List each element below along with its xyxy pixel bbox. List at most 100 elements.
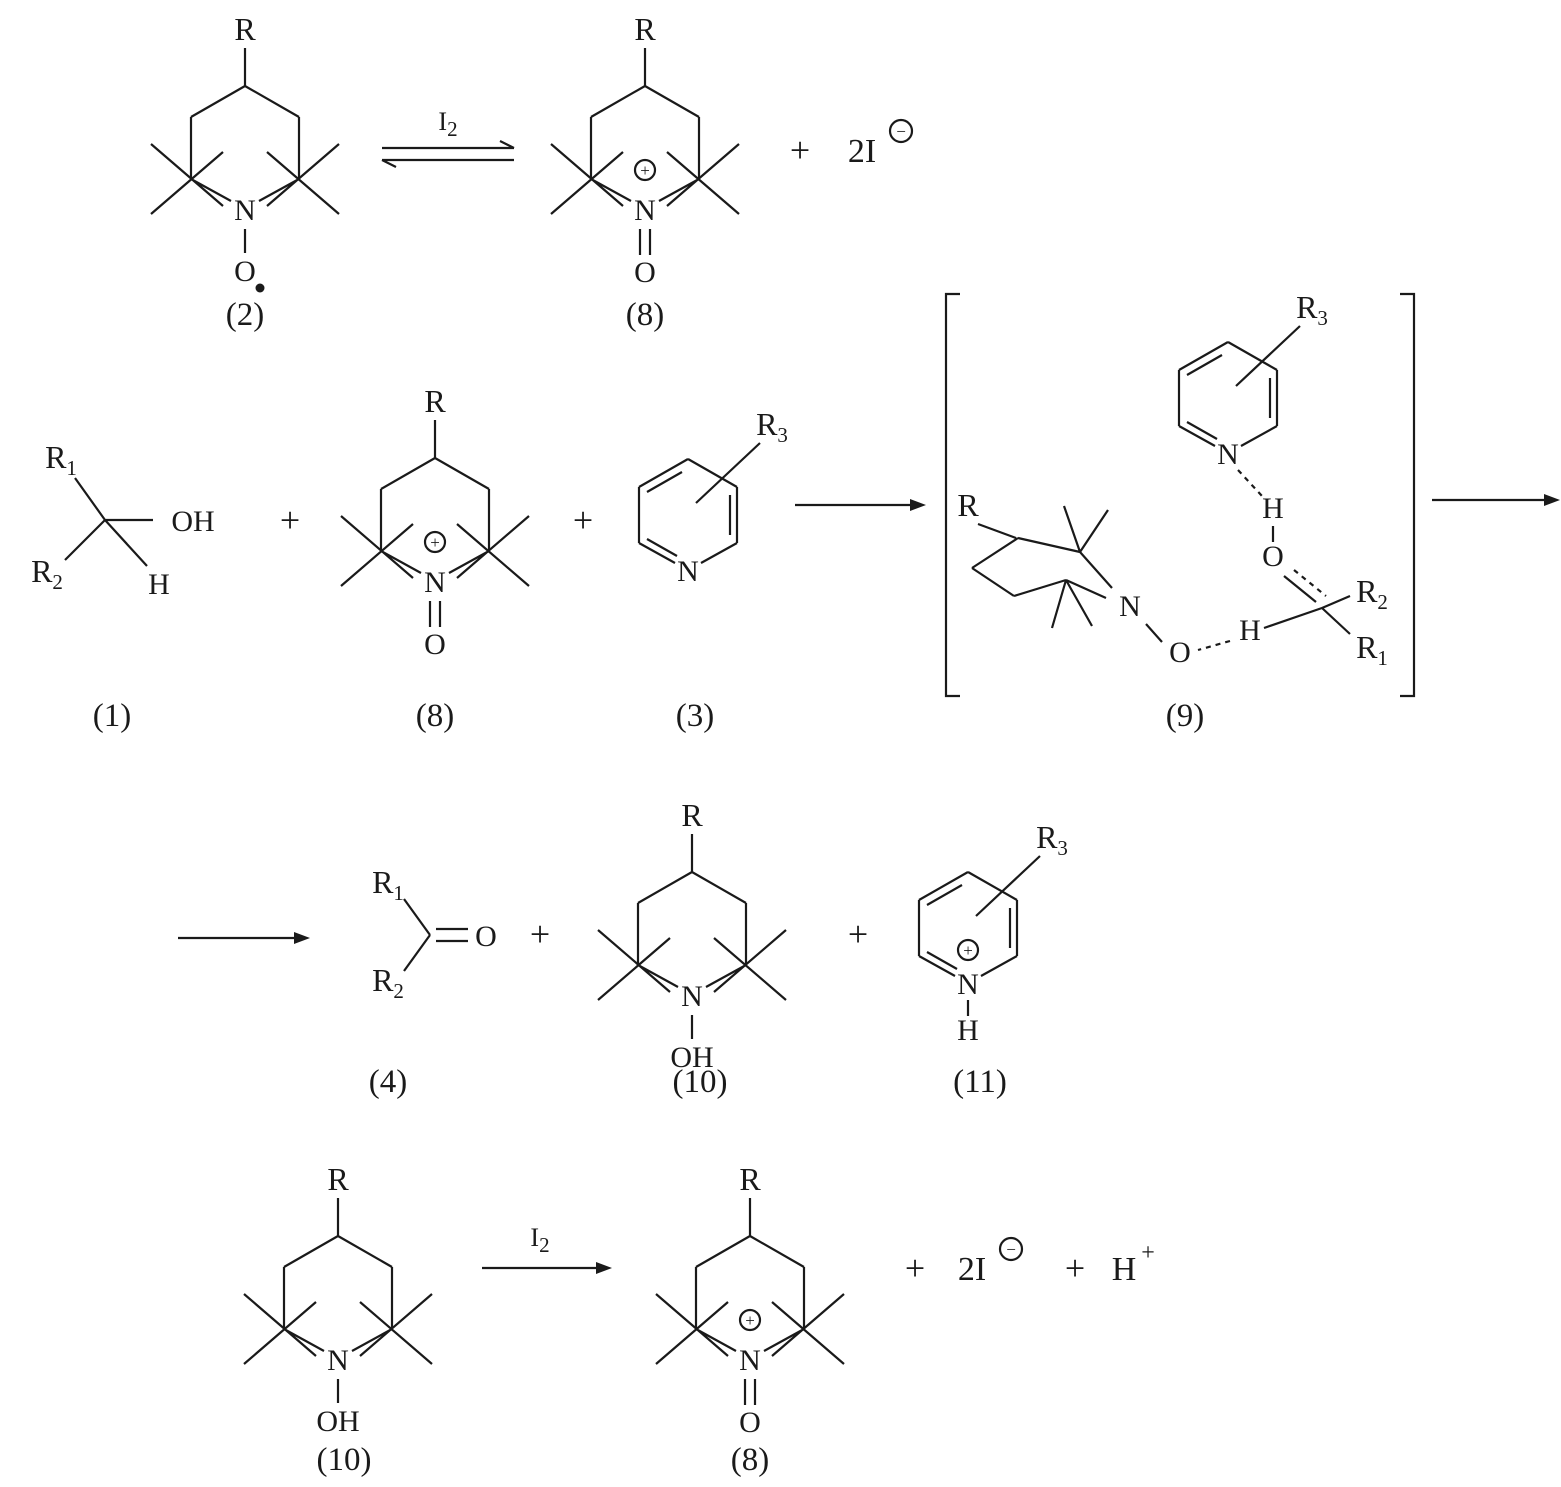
proton-label: H [1112, 1251, 1137, 1288]
plus-operator: + [905, 1248, 925, 1288]
left-bracket [944, 292, 960, 698]
structure-11-pyridinium: + H (11) [917, 817, 1070, 1100]
iodide-product-row1: 2I − [848, 118, 914, 170]
plus-operator: + [573, 500, 593, 540]
r2-base: R [1356, 573, 1378, 609]
oxygen-label: O [1169, 636, 1191, 669]
piperidine-ring [596, 795, 788, 1015]
hydrogen-label: H [1262, 492, 1284, 525]
pyridine-ring [637, 404, 790, 590]
minus-charge: − [896, 122, 906, 141]
plus-operator: + [790, 130, 810, 170]
r1-group-label: R1 [45, 439, 77, 480]
r2-sub: 2 [52, 570, 63, 594]
r2-sub: 2 [1377, 590, 1388, 614]
compound-label-1: (1) [93, 698, 131, 734]
r2-group-label: R2 [372, 962, 404, 1003]
structure-10-hydroxylamine-row3: (10) [596, 795, 788, 1100]
hydroxylamine-tail [315, 1377, 361, 1440]
piperidine-ring [242, 1159, 434, 1379]
piperidine-ring [149, 9, 341, 229]
right-bracket [1400, 292, 1416, 698]
i2-base: I [438, 107, 447, 136]
r2-group-label: R2 [1356, 573, 1388, 614]
compound-label-8: (8) [416, 698, 454, 734]
oxygen-label: O [475, 920, 497, 953]
structure-8-oxoammonium-row2: (8) [339, 381, 531, 734]
iodide-product-row4: 2I − [958, 1236, 1024, 1288]
compound-label-10: (10) [673, 1064, 728, 1100]
reaction-arrow-2 [1432, 494, 1560, 506]
arrow-head [910, 499, 926, 511]
proton-charge: + [1141, 1240, 1155, 1266]
arrow-head [1544, 494, 1560, 506]
r1-base: R [45, 439, 67, 475]
iodide-coefficient: 2I [958, 1251, 986, 1288]
compound-label-9: (9) [1166, 698, 1204, 734]
r1-sub: 1 [393, 881, 404, 905]
chair-ring-bonds [971, 505, 1113, 629]
minus-charge-circle [888, 118, 914, 144]
structure-1-alcohol: R1 R2 OH H [31, 439, 215, 601]
ketone-bonds [403, 898, 468, 972]
structure-8-oxoammonium-row1: (8) [549, 9, 741, 333]
r1-sub: 1 [66, 456, 77, 480]
arrow-head [294, 932, 310, 944]
alcohol-bonds [64, 477, 153, 567]
plus-operator: + [530, 914, 550, 954]
iodide-coefficient: 2I [848, 133, 876, 170]
proton-product: H + [1112, 1240, 1155, 1288]
equilibrium-harpoon-arrows [381, 140, 515, 168]
piperidine-ring [339, 381, 531, 601]
structure-2-nitroxide: (2) [149, 9, 341, 333]
hydrogen-label: H [1239, 614, 1261, 647]
iodine-reagent-label: I2 [530, 1223, 549, 1257]
plus-operator: + [280, 500, 300, 540]
compound-label-11: (11) [953, 1064, 1007, 1100]
iodine-reagent-label: I2 [438, 107, 457, 141]
structure-8-oxoammonium-row4: (8) [654, 1159, 846, 1478]
arrow-head [596, 1262, 612, 1274]
o-n-bond [1145, 623, 1163, 643]
piperidine-ring [654, 1159, 846, 1379]
reaction-arrow-3 [178, 932, 310, 944]
i2-sub: 2 [447, 117, 458, 141]
o-c-partial-bond [1283, 575, 1317, 603]
compound-label-8: (8) [626, 297, 664, 333]
compound-label-10: (10) [317, 1442, 372, 1478]
hydrogen-label: H [148, 568, 170, 601]
compound-label-8: (8) [731, 1442, 769, 1478]
plus-operator: + [848, 914, 868, 954]
r1-group-label: R1 [1356, 629, 1388, 670]
h-o-hydrogen-bond [1197, 639, 1231, 652]
plus-operator: + [1065, 1248, 1085, 1288]
compound-label-3: (3) [676, 698, 714, 734]
r2-base: R [31, 553, 53, 589]
minus-charge: − [1006, 1240, 1016, 1259]
nitroxide-o-radical [233, 227, 266, 294]
reaction-arrow-4: I2 [482, 1223, 612, 1274]
r-group-label: R [957, 487, 979, 523]
pyridine-ring [917, 817, 1070, 1003]
carbinol-carbon-bonds [1263, 594, 1351, 635]
piperidine-ring [549, 9, 741, 229]
r2-base: R [372, 962, 394, 998]
r1-base: R [1356, 629, 1378, 665]
plus-charge-circle [956, 938, 980, 962]
structure-3-pyridine: (3) [637, 404, 790, 734]
compound-label-4: (4) [369, 1064, 407, 1100]
equilibrium-step: I2 [381, 107, 515, 168]
pyridine-ring [1177, 287, 1330, 473]
r1-sub: 1 [1377, 646, 1388, 670]
oxygen-label: O [1262, 540, 1284, 573]
r1-base: R [372, 864, 394, 900]
compound-label-2: (2) [226, 297, 264, 333]
hydrogen-label: H [957, 1014, 979, 1047]
minus-charge-circle [998, 1236, 1024, 1262]
r2-sub: 2 [393, 979, 404, 1003]
i2-sub: 2 [539, 1233, 550, 1257]
hydroxyl-label: OH [171, 505, 214, 538]
reaction-arrow-1 [795, 499, 926, 511]
